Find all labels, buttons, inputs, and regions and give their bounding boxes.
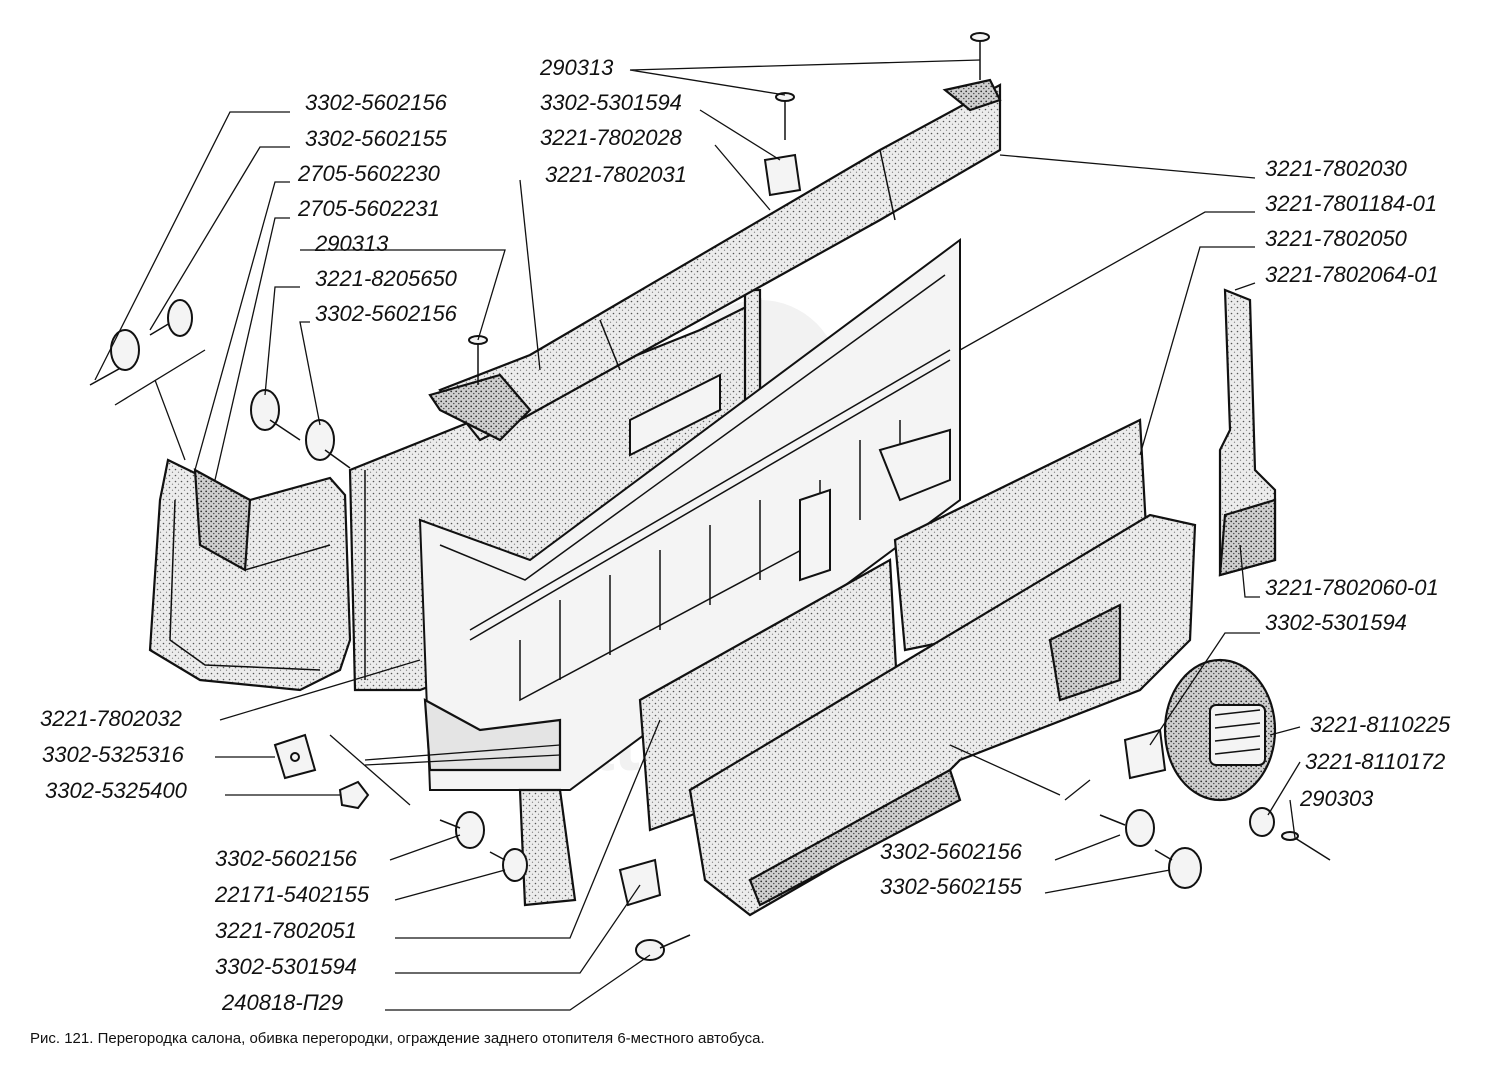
label-3221-7802064-01: 3221-7802064-01 — [1265, 262, 1439, 287]
lower-trim-strip — [518, 788, 577, 907]
label-3302-5301594-right: 3302-5301594 — [1265, 610, 1407, 635]
part-labels: 290313 3302-5301594 3221-7802028 3221-78… — [40, 55, 1451, 1015]
label-290313-mid: 290313 — [314, 231, 389, 256]
top-header-trim — [428, 78, 1002, 442]
label-2705-5602231: 2705-5602231 — [297, 196, 440, 221]
label-3221-7802030: 3221-7802030 — [1265, 156, 1408, 181]
air-vent — [1163, 658, 1277, 802]
label-3302-5602155-right: 3302-5602155 — [880, 874, 1023, 899]
label-3302-5301594-lower: 3302-5301594 — [215, 954, 357, 979]
fasteners — [89, 32, 1331, 961]
label-3302-5325400: 3302-5325400 — [45, 778, 188, 803]
label-290303: 290303 — [1299, 786, 1374, 811]
label-3221-8110172: 3221-8110172 — [1305, 749, 1445, 774]
label-3221-7801184-01: 3221-7801184-01 — [1265, 191, 1437, 216]
label-290313-top: 290313 — [539, 55, 614, 80]
label-3302-5602155-a: 3302-5602155 — [305, 126, 448, 151]
label-3221-7802031: 3221-7802031 — [545, 162, 687, 187]
label-3302-5602156-right: 3302-5602156 — [880, 839, 1023, 864]
label-3221-7802028: 3221-7802028 — [540, 125, 683, 150]
figure-caption: Рис. 121. Перегородка салона, обивка пер… — [30, 1030, 765, 1047]
label-240818-p29: 240818-П29 — [221, 990, 343, 1015]
right-vertical-trim — [1218, 288, 1277, 577]
label-3221-8205650: 3221-8205650 — [315, 266, 458, 291]
label-3302-5602156-a: 3302-5602156 — [305, 90, 448, 115]
label-3302-5301594-top: 3302-5301594 — [540, 90, 682, 115]
label-3221-8110225: 3221-8110225 — [1310, 712, 1451, 737]
label-22171-5402155: 22171-5402155 — [214, 882, 370, 907]
label-3221-7802051: 3221-7802051 — [215, 918, 357, 943]
label-3221-7802050: 3221-7802050 — [1265, 226, 1408, 251]
partition-frame — [418, 238, 961, 791]
label-3302-5325316: 3302-5325316 — [42, 742, 185, 767]
label-3302-5602156-c: 3302-5602156 — [215, 846, 358, 871]
leader-lines — [94, 59, 1301, 1011]
label-2705-5602230: 2705-5602230 — [297, 161, 441, 186]
label-3221-7802060-01: 3221-7802060-01 — [1265, 575, 1439, 600]
label-3221-7802032: 3221-7802032 — [40, 706, 182, 731]
label-3302-5602156-b: 3302-5602156 — [315, 301, 458, 326]
heater-guard — [688, 513, 1197, 917]
parts-drawing — [89, 32, 1331, 961]
side-panel-left — [148, 458, 352, 692]
